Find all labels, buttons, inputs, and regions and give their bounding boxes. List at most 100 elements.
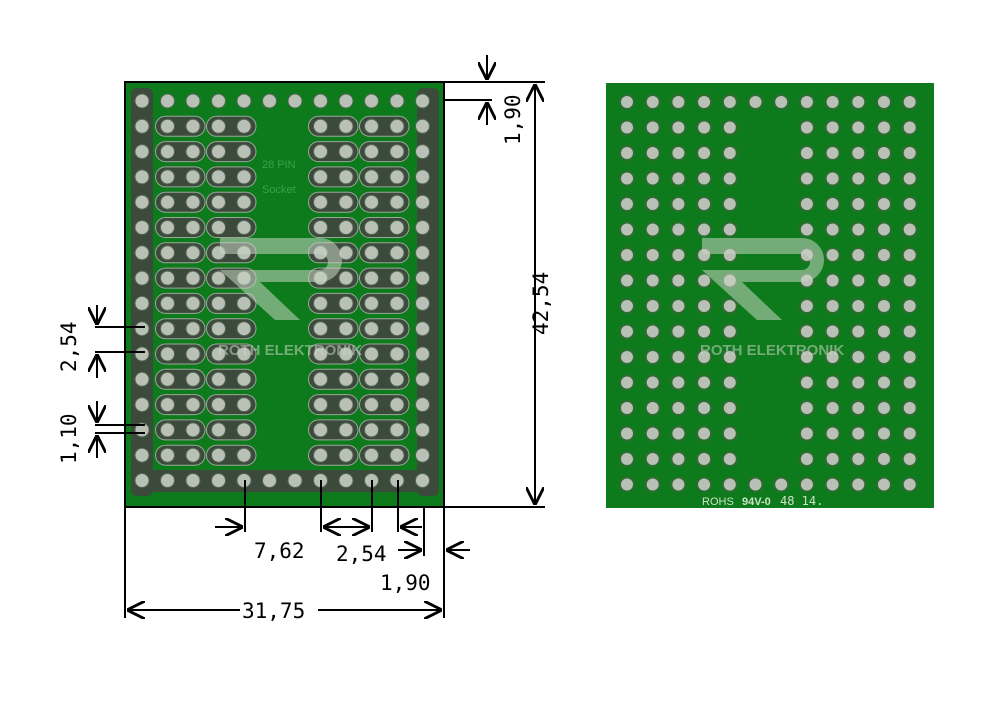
pad [646, 300, 659, 312]
pad [389, 447, 405, 463]
pad [878, 96, 890, 108]
pad [852, 325, 865, 338]
pad [878, 121, 890, 134]
pad [621, 325, 633, 338]
pad [160, 169, 175, 185]
pad [826, 427, 839, 440]
pad [185, 346, 201, 362]
pad [211, 295, 226, 311]
pad [826, 147, 839, 159]
pad [160, 422, 175, 438]
pad [672, 147, 685, 159]
pad [646, 147, 659, 159]
pad [723, 223, 736, 236]
pad [672, 172, 685, 185]
pad [903, 147, 916, 159]
pad [160, 397, 175, 413]
pad [903, 478, 916, 491]
pad [800, 121, 813, 134]
pad [826, 249, 839, 261]
pad [160, 245, 175, 261]
pad [364, 371, 379, 387]
pad [698, 478, 711, 491]
watermark-right: ROTH ELEKTRONIK [700, 342, 844, 359]
pad [415, 93, 430, 109]
pad [364, 169, 379, 185]
pad [185, 169, 201, 185]
pad [621, 300, 633, 312]
pad [415, 220, 430, 235]
pad [621, 402, 633, 414]
pad [364, 447, 379, 463]
pad [389, 422, 405, 438]
pad [775, 478, 788, 491]
pad [698, 147, 711, 159]
pad [313, 169, 328, 185]
pad [211, 447, 226, 463]
pad [646, 121, 659, 134]
pad [672, 96, 685, 108]
pad [211, 397, 226, 413]
pad [826, 223, 839, 236]
pad [698, 453, 711, 465]
pad [211, 371, 226, 387]
pad [185, 245, 201, 261]
pad [313, 144, 328, 160]
pad [775, 96, 788, 108]
left-board: 28 PIN Socket ROTH ELEKTRONIK [124, 81, 445, 508]
pad [338, 397, 354, 413]
dim-width: 31,75 [242, 599, 305, 623]
pad [415, 447, 430, 463]
pad [236, 144, 252, 160]
pad [185, 144, 201, 160]
pad [903, 96, 916, 108]
pad [672, 351, 685, 363]
pad [236, 194, 252, 210]
pad [672, 198, 685, 210]
pad [698, 300, 711, 312]
pad [698, 198, 711, 210]
pad [903, 376, 916, 389]
pad [389, 220, 405, 235]
pad [852, 198, 865, 210]
pad [621, 453, 633, 465]
pad [698, 376, 711, 389]
pad [621, 172, 633, 185]
pad [211, 220, 226, 235]
pad [621, 478, 633, 491]
pad [364, 245, 379, 261]
pad [415, 270, 430, 286]
pad [134, 270, 150, 286]
pad [415, 422, 430, 438]
pad [800, 96, 813, 108]
pad [646, 427, 659, 440]
pad [646, 478, 659, 491]
dim-pitch-vertical: 2,54 [57, 321, 81, 372]
pad [364, 321, 379, 337]
pad [185, 447, 201, 463]
pad [903, 249, 916, 261]
pad [826, 172, 839, 185]
dimension-lines [95, 55, 545, 618]
pad [878, 478, 890, 491]
pad [903, 453, 916, 465]
pad [723, 300, 736, 312]
pad [672, 325, 685, 338]
pad [672, 427, 685, 440]
pad [313, 422, 328, 438]
pad [852, 300, 865, 312]
pad [338, 194, 354, 210]
pad [903, 427, 916, 440]
pad [364, 93, 379, 109]
pad [389, 295, 405, 311]
pad [852, 223, 865, 236]
ground-rail [417, 88, 439, 496]
pad [211, 321, 226, 337]
pad [903, 351, 916, 363]
pad [364, 346, 379, 362]
pad [415, 321, 430, 337]
pad [826, 325, 839, 338]
pad [672, 249, 685, 261]
pad [903, 172, 916, 185]
pad [800, 147, 813, 159]
